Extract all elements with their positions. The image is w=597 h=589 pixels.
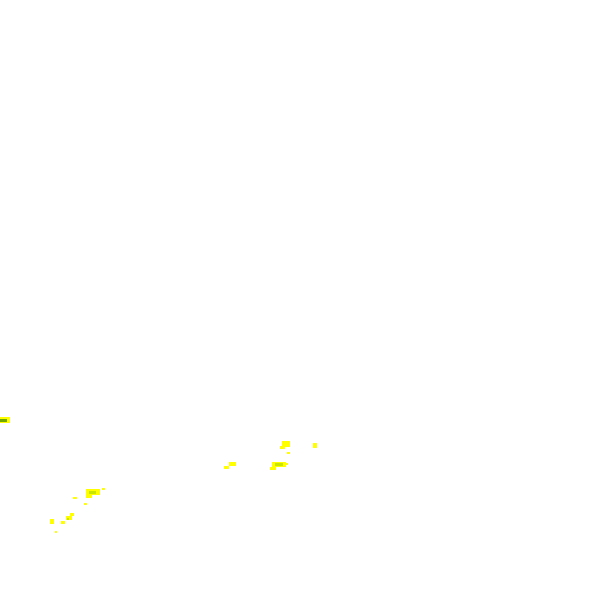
patch-southwest-cluster-b [61,513,74,524]
patch-central-cluster-b [270,462,288,470]
patch-southwest-cluster-c [50,519,57,533]
patch-central-cluster-a [224,462,236,469]
patch-southwest-cluster-a [73,488,105,505]
patch-east-speck [313,443,317,448]
patch-west-edge [0,417,10,423]
patch-central-cluster-c [280,441,290,454]
